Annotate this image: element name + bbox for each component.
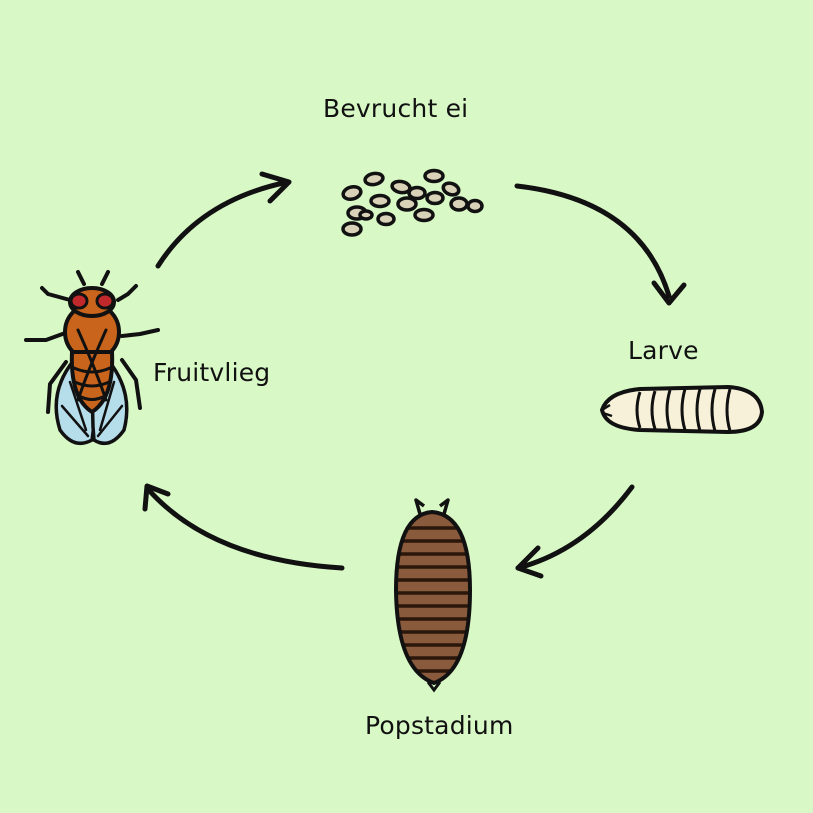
eggs-icon	[341, 168, 484, 237]
arrow-pupa-to-fly	[142, 483, 345, 571]
flow-arrows	[142, 171, 687, 579]
arrow-egg-to-larva	[514, 183, 687, 306]
fruit-fly-icon	[24, 270, 160, 446]
stage-label-fruit-fly: Fruitvlieg	[153, 358, 271, 387]
arrow-larva-to-pupa	[515, 484, 635, 579]
pupa-icon	[393, 498, 473, 693]
arrow-fly-to-egg	[155, 171, 292, 269]
larva-icon	[599, 384, 765, 435]
stage-label-larva: Larve	[628, 336, 699, 365]
stage-label-pupa: Popstadium	[365, 711, 514, 740]
stage-label-egg: Bevrucht ei	[323, 94, 469, 123]
